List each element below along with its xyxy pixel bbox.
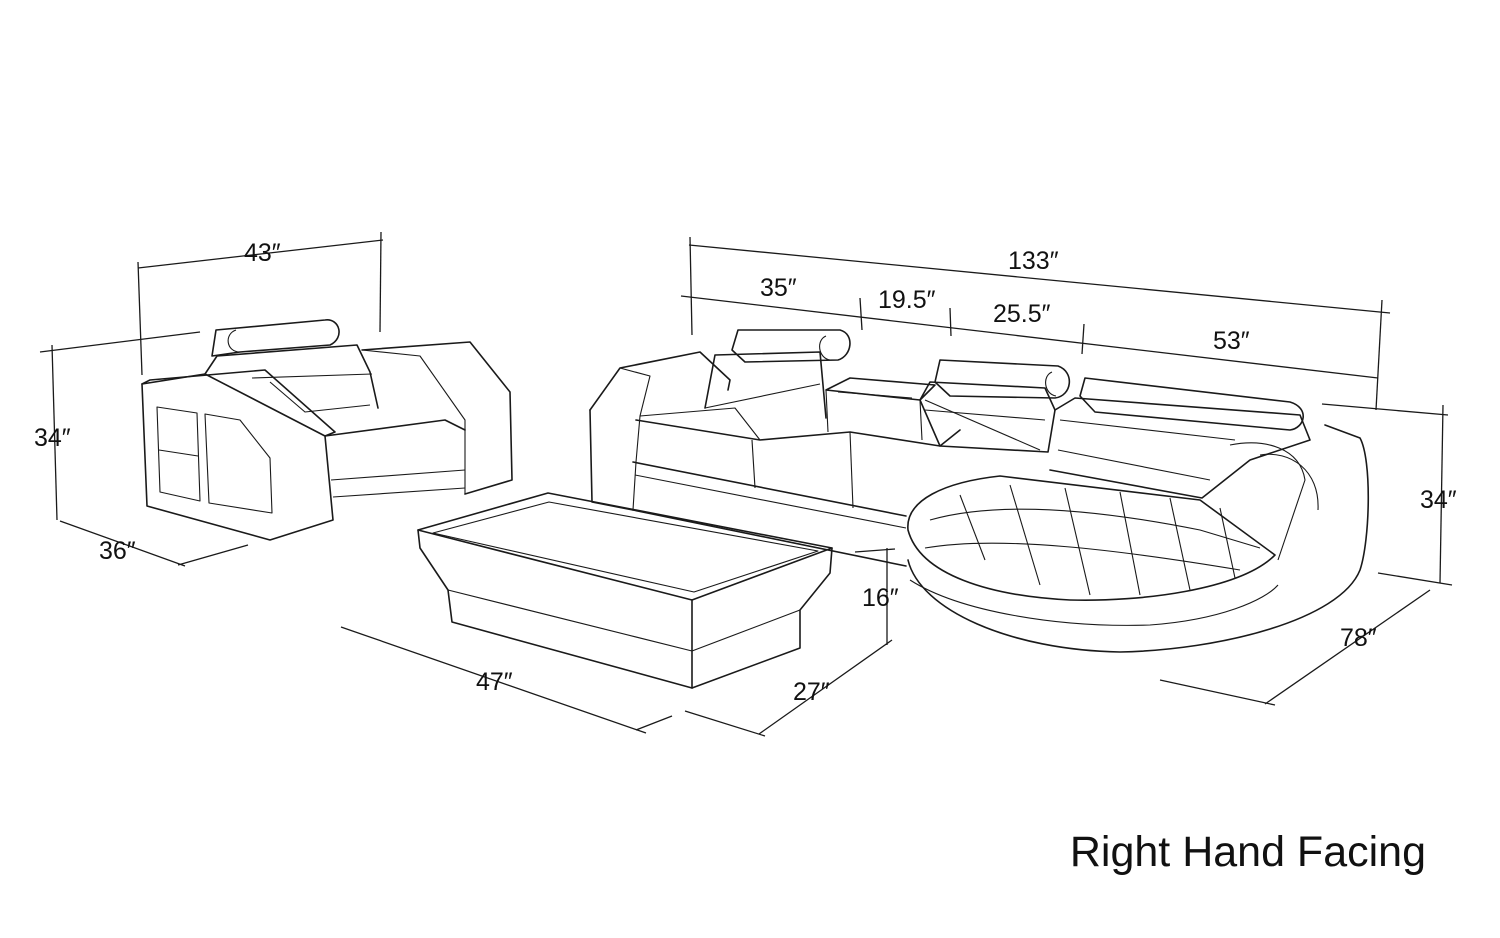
sofa-middle-section-label: 25.5″ (993, 300, 1051, 328)
sofa-dimension-lines (680, 236, 1453, 706)
dimension-labels: 43″ 34″ 36″ 133″ 35″ 19.5″ 25.5″ 53″ 34″… (34, 239, 1457, 706)
armchair-dimension-lines (39, 231, 384, 567)
table-width-label: 27″ (793, 678, 830, 706)
chair-width-label: 43″ (244, 239, 281, 267)
sofa-total-width-label: 133″ (1008, 247, 1059, 275)
coffee-table-dimension-lines (340, 548, 896, 737)
chair-height-label: 34″ (34, 424, 71, 452)
sofa-height-label: 34″ (1420, 486, 1457, 514)
orientation-caption: Right Hand Facing (1069, 828, 1426, 876)
table-height-label: 16″ (862, 584, 899, 612)
chair-depth-label: 36″ (99, 537, 136, 565)
table-length-label: 47″ (476, 668, 513, 696)
coffee-table-drawing (417, 492, 833, 689)
sofa-seat-section-label: 35″ (760, 274, 797, 302)
sofa-console-label: 19.5″ (878, 286, 936, 314)
sectional-sofa-drawing (589, 329, 1370, 653)
sofa-chaise-section-label: 53″ (1213, 327, 1250, 355)
sofa-chaise-depth-label: 78″ (1340, 624, 1377, 652)
armchair-drawing (141, 319, 513, 541)
